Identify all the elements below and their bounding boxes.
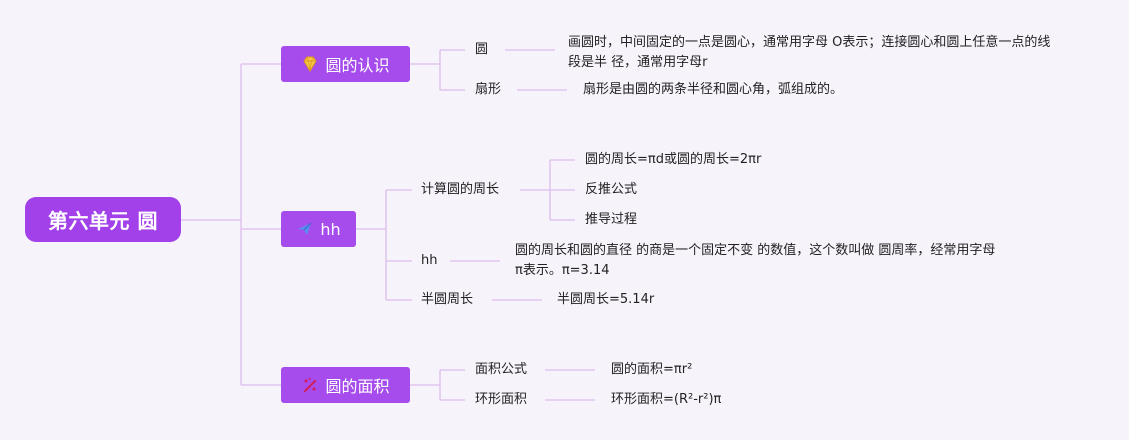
sparkle-icon [301,376,319,394]
sub-circumference-formula[interactable]: 圆的周长=πd或圆的周长=2πr [585,152,762,167]
detail-area-formula: 圆的面积=πr² [611,362,693,377]
branch-label: hh [320,219,341,239]
node-circumference-calc[interactable]: 计算圆的周长 [421,182,500,197]
node-circle[interactable]: 圆 [475,42,489,57]
detail-circle: 画圆时，中间固定的一点是圆心，通常用字母 O表示；连接圆心和圆上任意一点的线段是… [568,35,1051,70]
node-ring-area[interactable]: 环形面积 [475,392,528,407]
detail-ring-area: 环形面积=(R²-r²)π [611,392,722,407]
branch-label: 圆的面积 [325,377,390,396]
detail-semicircle-perimeter: 半圆周长=5.14r [557,292,655,307]
node-semicircle-perimeter[interactable]: 半圆周长 [421,292,474,307]
sub-derivation[interactable]: 推导过程 [585,212,638,227]
branch-node-circle-basics[interactable]: 圆的认识 [281,46,410,82]
sub-reverse-formula[interactable]: 反推公式 [585,182,638,197]
detail-sector: 扇形是由圆的两条半径和圆心角，弧组成的。 [583,82,844,97]
root-node[interactable]: 第六单元 圆 [25,197,181,242]
diamond-icon [301,55,319,73]
branch-node-circle-area[interactable]: 圆的面积 [281,367,410,403]
root-label: 第六单元 圆 [48,209,158,233]
node-sector[interactable]: 扇形 [475,82,502,97]
node-area-formula[interactable]: 面积公式 [475,362,528,377]
branch-node-hh[interactable]: hh [281,211,356,247]
branch-label: 圆的认识 [325,56,390,75]
bird-icon [296,220,314,238]
detail-pi: 圆的周长和圆的直径 的商是一个固定不变 的数值，这个数叫做 圆周率，经常用字母 … [515,243,996,278]
node-hh[interactable]: hh [421,253,438,268]
